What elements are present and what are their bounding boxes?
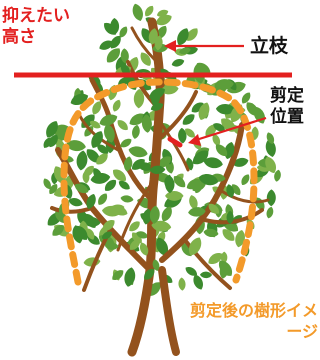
leaf <box>137 50 154 69</box>
cut-mark-icon <box>167 136 183 148</box>
leaf <box>199 271 213 279</box>
leaf <box>178 277 186 291</box>
cut-arrow-icon <box>188 116 267 146</box>
leaf <box>130 124 141 140</box>
leaf <box>119 194 135 204</box>
leaf <box>115 117 131 133</box>
leaf <box>75 149 89 171</box>
leaf <box>109 267 126 283</box>
leader-arrow-icon <box>164 40 244 52</box>
leaf <box>266 189 276 207</box>
cut-position-label: 剪定位置 <box>270 86 304 127</box>
pruned-shape-outline <box>60 78 258 286</box>
pruned-shape-label: 剪定後の樹形イメージ <box>189 301 318 341</box>
leaf <box>239 172 252 187</box>
leaf <box>130 2 146 23</box>
leaf <box>127 144 149 160</box>
leader-branch-label: 立枝 <box>250 35 289 57</box>
target-height-label: 抑えたい高さ <box>2 6 70 47</box>
leaf <box>142 4 156 19</box>
leaf <box>122 266 137 288</box>
leaf <box>110 98 123 113</box>
leaf <box>265 205 275 220</box>
leaf <box>170 57 186 69</box>
leaf <box>95 191 110 207</box>
